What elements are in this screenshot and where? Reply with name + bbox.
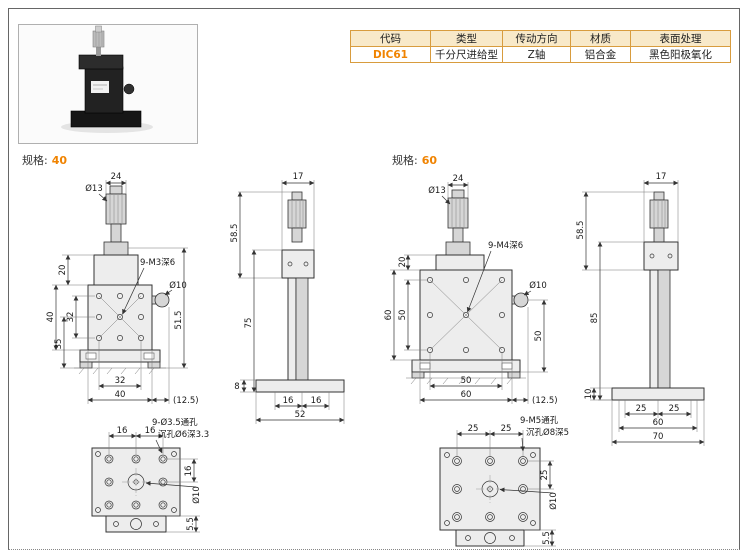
product-code: DIC61 (350, 46, 431, 63)
side-view-60-dims: 17 58.5 85 10 25 25 60 70 (576, 172, 705, 446)
dim-label: 58.5 (576, 221, 586, 240)
dim-label: 52 (295, 410, 306, 420)
table-header-row: 代码 类型 传动方向 材质 表面处理 (350, 30, 731, 47)
table-row: DIC61 千分尺进给型 Z轴 铝合金 黑色阳极氧化 (350, 46, 731, 63)
dim-label: 16 (311, 396, 322, 406)
dim-label: 32 (115, 376, 126, 386)
dim-label: 50 (534, 331, 544, 342)
spec-label-value: 40 (51, 154, 68, 167)
front-view-40 (74, 185, 170, 375)
side-view-40 (255, 191, 345, 393)
front-view-40-dims: 24 Ø13 20 32 40 35 Ø10 51.5 9-M3深6 32 40… (46, 172, 199, 406)
product-photo (61, 25, 153, 133)
dim-label: 40 (46, 312, 56, 323)
dim-label: 17 (656, 172, 667, 182)
dim-label: Ø13 (428, 185, 446, 196)
dim-label: 16 (283, 396, 294, 406)
dim-label: Ø10 (529, 280, 547, 291)
table-cell: 千分尺进给型 (430, 46, 503, 63)
technical-drawings: 24 Ø13 20 32 40 35 Ø10 51.5 9-M3深6 32 40… (46, 172, 705, 547)
spec60-section-label: 规格:60 (392, 152, 437, 168)
table-cell: Z轴 (502, 46, 571, 63)
dim-label: 25 (540, 470, 550, 481)
table-header-cell: 传动方向 (502, 30, 571, 47)
dim-label: 25 (501, 424, 512, 434)
product-photo-box (18, 24, 198, 144)
bottom-view-40-dims: 16 16 9-Ø3.5通孔 沉孔Ø6深3.3 16 Ø10 5.5 (108, 417, 209, 533)
dim-label: 25 (468, 424, 479, 434)
dim-label: 24 (453, 174, 464, 184)
table-header-cell: 代码 (350, 30, 431, 47)
dim-label: 16 (117, 426, 128, 436)
dim-label: 20 (398, 257, 408, 268)
dim-label: Ø10 (548, 492, 559, 510)
dim-label: 50 (398, 310, 408, 321)
bottom-view-60-dims: 25 25 9-M5通孔 沉孔Ø8深5 25 Ø10 5.5 (456, 415, 569, 547)
dim-label: (12.5) (532, 396, 558, 406)
dim-label: 8 (234, 382, 239, 392)
dim-label: Ø10 (169, 280, 187, 291)
hole-callout: 沉孔Ø6深3.3 (158, 429, 209, 440)
dim-label: 60 (461, 390, 472, 400)
dim-label: 25 (669, 404, 680, 414)
hole-callout: 沉孔Ø8深5 (526, 427, 569, 438)
dim-label: 75 (244, 318, 254, 329)
dim-label: 5.5 (186, 517, 196, 531)
bottom-view-40 (91, 447, 181, 533)
table-header-cell: 材质 (570, 30, 631, 47)
spec-label-text: 规格: (392, 154, 418, 167)
spec-label-text: 规格: (22, 154, 48, 167)
table-header-cell: 类型 (430, 30, 503, 47)
dim-label: Ø10 (191, 486, 202, 504)
table-cell: 黑色阳极氧化 (630, 46, 731, 63)
dim-label: 35 (54, 339, 64, 350)
dim-label: 25 (636, 404, 647, 414)
side-view-40-dims: 17 58.5 75 8 16 16 52 (230, 172, 345, 424)
hole-callout: 9-Ø3.5通孔 (152, 417, 198, 428)
dim-label: 85 (590, 313, 600, 324)
product-spec-table: 代码 类型 传动方向 材质 表面处理 DIC61 千分尺进给型 Z轴 铝合金 黑… (350, 30, 731, 63)
hole-callout: 9-M5通孔 (520, 415, 559, 426)
front-view-60-dims: 24 Ø13 20 60 50 Ø10 50 9-M4深6 50 60 (12.… (384, 174, 558, 406)
dim-label: 24 (111, 172, 122, 182)
dim-label: 58.5 (230, 224, 240, 243)
dim-label: 51.5 (174, 311, 184, 330)
dim-label: 16 (145, 426, 156, 436)
dim-label: Ø13 (85, 183, 103, 194)
spec40-section-label: 规格:40 (22, 152, 67, 168)
dim-label: 20 (58, 265, 68, 276)
spec-label-value: 60 (421, 154, 438, 167)
dim-label: 60 (653, 418, 664, 428)
dim-label: 60 (384, 310, 394, 321)
bottom-view-60 (439, 447, 541, 547)
dim-label: 5.5 (542, 531, 552, 545)
table-cell: 铝合金 (570, 46, 631, 63)
dim-label: 40 (115, 390, 126, 400)
dim-label: 50 (461, 376, 472, 386)
dim-label: (12.5) (173, 396, 199, 406)
side-view-60 (611, 191, 705, 401)
table-header-cell: 表面处理 (630, 30, 731, 47)
hole-callout: 9-M3深6 (140, 258, 175, 268)
front-view-60 (406, 189, 529, 385)
dim-label: 70 (653, 432, 664, 442)
dim-label: 16 (184, 466, 194, 477)
hole-callout: 9-M4深6 (488, 241, 523, 251)
dim-label: 10 (584, 389, 594, 400)
dim-label: 17 (293, 172, 304, 182)
